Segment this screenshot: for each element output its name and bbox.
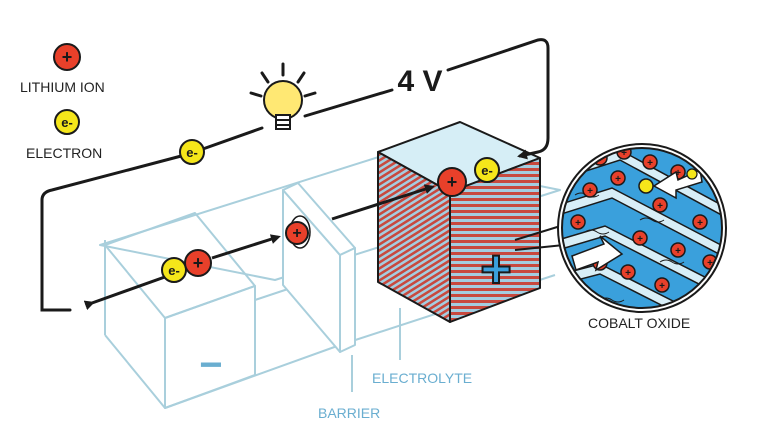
ion-flow-arrows xyxy=(83,184,435,311)
cathode-sign: + xyxy=(480,239,512,299)
electrolyte-label: ELECTROLYTE xyxy=(372,370,472,386)
svg-text:+: + xyxy=(575,218,581,229)
svg-text:+: + xyxy=(615,174,621,185)
svg-text:+: + xyxy=(447,172,458,192)
cathode-electron: e- xyxy=(474,157,500,183)
legend-lithium-ion-label: LITHIUM ION xyxy=(20,79,105,95)
cobalt-oxide-zoom: ++ ++ ++ ++ ++ ++ ++ ++ xyxy=(557,143,727,313)
cathode-cube xyxy=(377,121,541,323)
svg-text:+: + xyxy=(675,246,681,257)
legend-electron-icon: e- xyxy=(54,109,80,135)
svg-text:+: + xyxy=(697,218,703,229)
svg-text:+: + xyxy=(621,148,627,159)
svg-text:e-: e- xyxy=(481,163,493,178)
legend-electron-symbol: e- xyxy=(61,115,73,130)
light-bulb-icon xyxy=(249,62,317,130)
particles: e- e- + + + e- xyxy=(161,139,500,283)
svg-text:+: + xyxy=(647,158,653,169)
barrier-lithium-ion: + xyxy=(285,221,309,245)
svg-text:+: + xyxy=(657,201,663,212)
legend-electron-label: ELECTRON xyxy=(26,145,102,161)
legend: + LITHIUM ION e- ELECTRON xyxy=(20,43,105,161)
svg-text:+: + xyxy=(587,186,593,197)
anode-sign: − xyxy=(199,343,222,387)
svg-text:+: + xyxy=(675,168,681,179)
svg-text:+: + xyxy=(193,253,204,273)
anode-lithium-ion: + xyxy=(184,249,212,277)
anode-electron: e- xyxy=(161,257,187,283)
legend-lithium-ion-icon: + xyxy=(53,43,81,71)
svg-text:e-: e- xyxy=(168,263,180,278)
external-circuit xyxy=(40,38,550,312)
svg-text:+: + xyxy=(707,258,713,269)
cathode-lithium-ion: + xyxy=(437,167,467,197)
legend-ion-symbol: + xyxy=(62,47,73,67)
barrier-label: BARRIER xyxy=(318,405,380,421)
voltage-label: 4 V xyxy=(397,65,442,98)
svg-text:+: + xyxy=(292,225,301,242)
svg-text:+: + xyxy=(637,234,643,245)
circuit-electron: e- xyxy=(179,139,205,165)
svg-text:e-: e- xyxy=(186,145,198,160)
svg-text:+: + xyxy=(625,268,631,279)
cobalt-oxide-label: COBALT OXIDE xyxy=(588,315,690,331)
svg-text:+: + xyxy=(659,281,665,292)
barrier xyxy=(282,182,356,353)
